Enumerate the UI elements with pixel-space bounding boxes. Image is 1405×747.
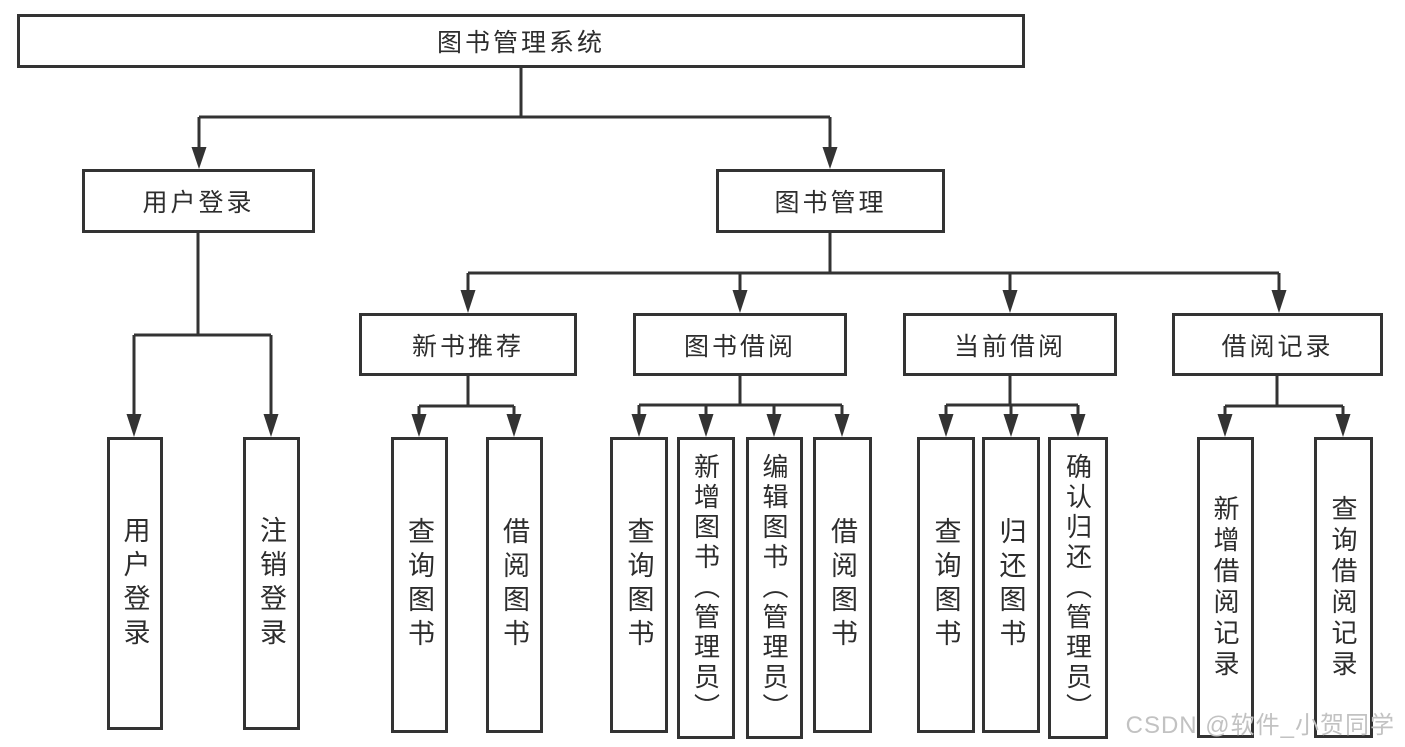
- leaf-logout: 注销登录: [243, 437, 300, 730]
- node-user-login: 用户登录: [82, 169, 315, 233]
- leaf-borrow-books-2: 借阅图书: [813, 437, 872, 733]
- leaf-query-borrow-record: 查询借阅记录: [1314, 437, 1373, 738]
- leaf-add-borrow-record: 新增借阅记录: [1197, 437, 1254, 738]
- connector-shafts: [132, 68, 1345, 416]
- node-book-management: 图书管理: [716, 169, 945, 233]
- node-book-borrowing: 图书借阅: [633, 313, 847, 376]
- leaf-add-books-admin: 新增图书（管理员）: [677, 437, 735, 739]
- node-root-system: 图书管理系统: [17, 14, 1025, 68]
- leaf-query-books-2: 查询图书: [610, 437, 668, 733]
- node-current-borrowing: 当前借阅: [903, 313, 1117, 376]
- connector-arrows: [126, 147, 1351, 437]
- leaf-query-books-3: 查询图书: [917, 437, 975, 733]
- leaf-user-login: 用户登录: [107, 437, 163, 730]
- node-new-book-recommendation: 新书推荐: [359, 313, 577, 376]
- leaf-edit-books-admin: 编辑图书（管理员）: [746, 437, 803, 739]
- leaf-return-books: 归还图书: [982, 437, 1040, 733]
- node-borrowing-records: 借阅记录: [1172, 313, 1383, 376]
- watermark: CSDN @软件_小贺同学: [1125, 712, 1395, 739]
- leaf-confirm-return-admin: 确认归还（管理员）: [1048, 437, 1108, 739]
- leaf-query-books-1: 查询图书: [391, 437, 448, 733]
- leaf-borrow-books-1: 借阅图书: [486, 437, 543, 733]
